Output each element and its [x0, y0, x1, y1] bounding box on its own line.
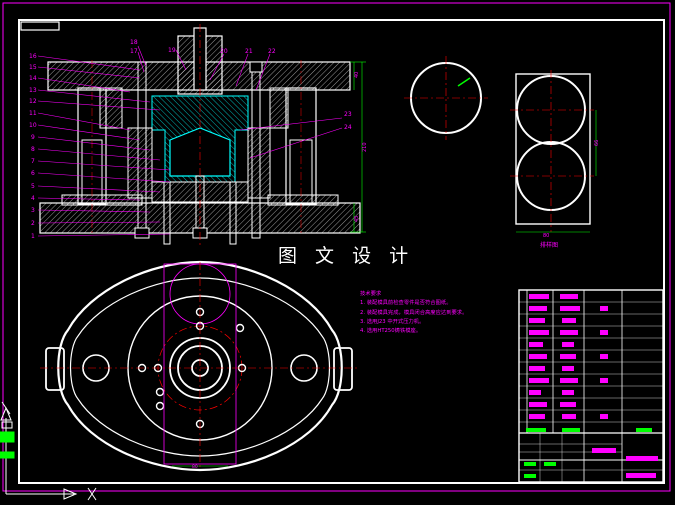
svg-text:10: 10: [29, 122, 37, 129]
strip-layout-view: 66 80: [510, 70, 600, 239]
svg-text:45: 45: [354, 216, 360, 222]
svg-text:40: 40: [354, 72, 360, 78]
svg-text:7: 7: [31, 158, 35, 165]
svg-text:9: 9: [31, 134, 35, 141]
svg-text:22: 22: [268, 48, 276, 55]
strip-layout-label: 排样图: [540, 241, 558, 249]
svg-text:6: 6: [31, 170, 35, 177]
svg-text:20: 20: [220, 48, 228, 55]
svg-text:210: 210: [362, 142, 368, 152]
svg-text:14: 14: [29, 75, 37, 82]
svg-text:15: 15: [29, 64, 37, 71]
svg-text:11: 11: [29, 110, 37, 117]
svg-text:23: 23: [344, 111, 352, 118]
svg-text:4: 4: [31, 195, 35, 202]
svg-text:19: 19: [168, 47, 176, 54]
note-item: 2. 装配模具完成，模具闭合高度应达到要求。: [360, 309, 468, 316]
svg-text:13: 13: [29, 87, 37, 94]
svg-text:16: 16: [29, 53, 37, 60]
section-view: 40 210 45: [37, 24, 368, 246]
svg-text:1: 1: [31, 233, 35, 240]
svg-text:80: 80: [192, 464, 198, 470]
note-item: 1. 装配模具前检查零件是否符合图纸。: [360, 300, 452, 307]
svg-text:24: 24: [344, 124, 352, 131]
svg-text:80: 80: [543, 233, 549, 239]
technical-notes: 技术要求 1. 装配模具前检查零件是否符合图纸。 2. 装配模具完成，模具闭合高…: [360, 290, 467, 336]
svg-text:3: 3: [31, 207, 35, 214]
svg-text:2: 2: [31, 220, 35, 227]
svg-text:12: 12: [29, 98, 37, 105]
svg-text:66: 66: [594, 140, 600, 146]
note-item: 3. 选用J23 中开式压力机。: [360, 318, 425, 325]
ucs-icon: [0, 401, 97, 501]
svg-text:21: 21: [245, 48, 253, 55]
svg-text:17: 17: [130, 48, 138, 55]
note-item: 4. 选用HT250铸铁模座。: [360, 328, 422, 335]
svg-text:5: 5: [31, 183, 35, 190]
plan-view: 80: [40, 260, 360, 472]
svg-text:18: 18: [130, 39, 138, 46]
drawing-number-box: [20, 21, 60, 31]
notes-title: 技术要求: [360, 291, 382, 297]
sheet-outer-border: [2, 2, 671, 492]
part-callouts: 16 15 14 13 12 11 10 9 8 7 6 5 4 3 2 1 18 17 19 20 2…: [29, 39, 352, 240]
svg-text:8: 8: [31, 146, 35, 153]
title-block: [518, 289, 664, 483]
sheet-inner-border: [18, 19, 665, 484]
blank-circle-view: [404, 56, 488, 140]
drawing-caption: 图 文 设 计: [278, 245, 415, 267]
